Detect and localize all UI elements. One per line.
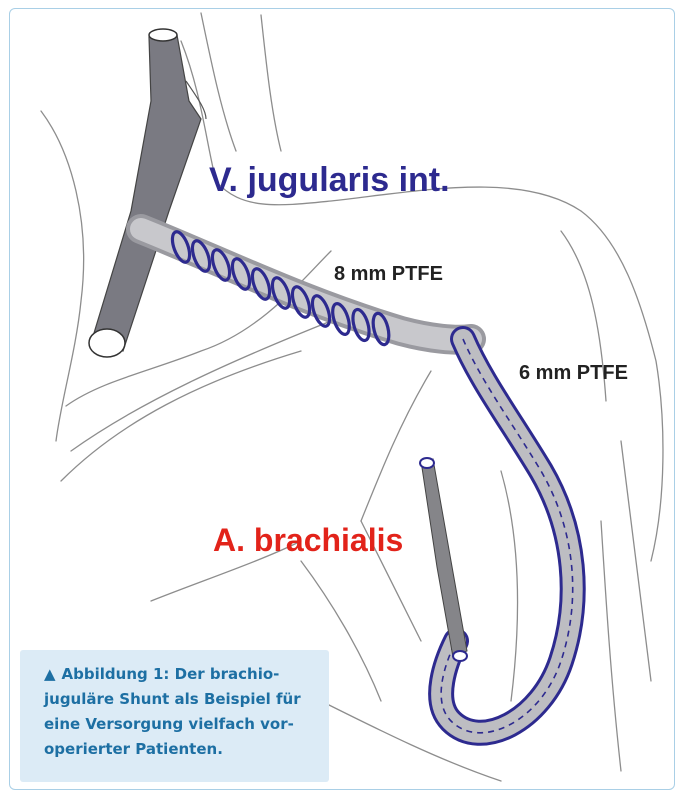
graft-6mm-label: 6 mm PTFE [519,362,628,385]
vein-label: V. jugularis int. [209,161,450,200]
caption-box: ▲Abbildung 1: Der brachio-juguläre Shunt… [20,650,329,782]
graft-8mm-label: 8 mm PTFE [334,263,443,286]
artery-label: A. brachialis [213,522,403,559]
triangle-up-icon: ▲ [44,662,56,687]
caption-text: Abbildung 1: Der brachio-juguläre Shunt … [44,665,301,758]
brachial-artery [420,458,467,661]
graft-6mm-ptfe [441,339,573,733]
figure-caption: ▲Abbildung 1: Der brachio-juguläre Shunt… [44,662,316,762]
figure-frame: V. jugularis int. 8 mm PTFE 6 mm PTFE A.… [9,8,675,790]
graft-8mm-ptfe [141,229,471,346]
jugular-vein [89,29,206,357]
